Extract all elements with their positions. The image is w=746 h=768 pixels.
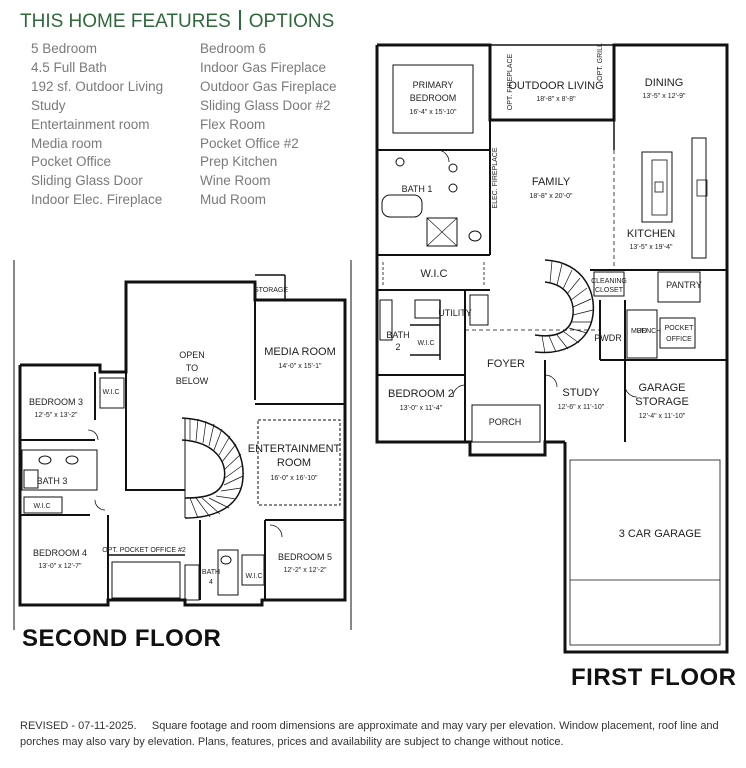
cleaning-closet-label-2: CLOSET bbox=[595, 287, 624, 294]
option-item: Mud Room bbox=[200, 192, 267, 208]
second-floor-plan bbox=[13, 260, 352, 630]
option-item: Indoor Gas Fireplace bbox=[200, 59, 327, 75]
mud-label: MUD bbox=[631, 328, 647, 335]
option-list: Bedroom 6 Indoor Gas Fireplace Outdoor G… bbox=[200, 40, 337, 210]
option-item: Flex Room bbox=[200, 116, 266, 132]
porch-label: PORCH bbox=[489, 417, 522, 427]
primary-bedroom-dims: 16'-4" x 15'-10" bbox=[410, 109, 457, 116]
garage-storage-label-1: GARAGE bbox=[638, 382, 685, 394]
feature-item: Indoor Elec. Fireplace bbox=[31, 192, 163, 208]
outdoor-living-label: OUTDOOR LIVING bbox=[508, 80, 603, 92]
disclaimer-line-2: porches may also vary by elevation. Plan… bbox=[20, 736, 564, 748]
opt-pocket-office-label: OPT. POCKET OFFICE #2 bbox=[102, 547, 186, 554]
storage-label: STORAGE bbox=[254, 287, 288, 294]
wic-bath3-label: W.I.C bbox=[33, 503, 50, 510]
second-floor-title: SECOND FLOOR bbox=[22, 625, 222, 652]
entertainment-label-2: ROOM bbox=[277, 457, 311, 469]
pocket-office-label-1: POCKET bbox=[665, 325, 695, 332]
bath-1-label: BATH 1 bbox=[402, 184, 433, 194]
bath-2-label-1: BATH bbox=[386, 330, 409, 340]
family-dims: 18'-8" x 20'-0" bbox=[529, 193, 573, 200]
option-item: Outdoor Gas Fireplace bbox=[200, 78, 337, 94]
disclaimer-line-1: REVISED - 07-11-2025. Square footage and… bbox=[20, 720, 719, 732]
open-to-below-label-3: BELOW bbox=[176, 376, 209, 386]
wic-b5-label: W.I.C bbox=[245, 573, 262, 580]
feature-item: Media room bbox=[31, 135, 103, 151]
option-item: Wine Room bbox=[200, 173, 271, 189]
bedroom-5-dims: 12'-2" x 12'-2" bbox=[283, 567, 327, 574]
bedroom-3-label: BEDROOM 3 bbox=[29, 397, 83, 407]
feature-item: Entertainment room bbox=[31, 116, 150, 132]
study-dims: 12'-6" x 11'-10" bbox=[558, 404, 605, 411]
bath-3-label: BATH 3 bbox=[37, 476, 68, 486]
bedroom-5-label: BEDROOM 5 bbox=[278, 552, 332, 562]
pantry-label: PANTRY bbox=[666, 280, 702, 290]
bedroom-4-label: BEDROOM 4 bbox=[33, 548, 87, 558]
feature-item: Study bbox=[31, 97, 66, 113]
entertainment-label-1: ENTERTAINMENT bbox=[248, 443, 341, 455]
bath-2-label-2: 2 bbox=[395, 342, 400, 352]
foyer-label: FOYER bbox=[487, 358, 525, 370]
first-floor-labels: OPT. GRILL PRIMARY BEDROOM 16'-4" x 15'-… bbox=[386, 43, 702, 540]
feature-item: 4.5 Full Bath bbox=[31, 59, 107, 75]
dining-label: DINING bbox=[645, 77, 684, 89]
kitchen-label: KITCHEN bbox=[627, 228, 675, 240]
primary-bedroom-label-2: BEDROOM bbox=[410, 93, 457, 103]
entertainment-dims: 16'-0" x 16'-10" bbox=[271, 475, 318, 482]
study-label: STUDY bbox=[562, 387, 600, 399]
open-to-below-label-2: TO bbox=[186, 363, 198, 373]
feature-item: Pocket Office bbox=[31, 154, 112, 170]
utility-label: UTILITY bbox=[438, 308, 472, 318]
feature-list: 5 Bedroom 4.5 Full Bath 192 sf. Outdoor … bbox=[31, 40, 163, 210]
cleaning-closet-label-1: CLEANING bbox=[591, 278, 627, 285]
kitchen-dims: 13'-5" x 19'-4" bbox=[629, 244, 673, 251]
outdoor-living-dims: 18'-8" x 8'-8" bbox=[536, 96, 576, 103]
pocket-office-label-2: OFFICE bbox=[666, 336, 692, 343]
second-floor-labels: OPEN TO BELOW STORAGE MEDIA ROOM 14'-0" … bbox=[29, 287, 341, 586]
feature-item: 5 Bedroom bbox=[31, 41, 98, 56]
bench-label: BENCH bbox=[637, 328, 662, 335]
features-title: THIS HOME FEATURES bbox=[20, 11, 231, 32]
feature-item: Sliding Glass Door bbox=[31, 173, 143, 189]
wic-label: W.I.C bbox=[421, 268, 448, 280]
opt-grill-label: OPT. GRILL bbox=[597, 43, 604, 81]
dining-dims: 13'-5" x 12'-9" bbox=[642, 93, 686, 100]
garage-storage-label-2: STORAGE bbox=[635, 396, 689, 408]
header-divider bbox=[238, 10, 241, 30]
media-room-label: MEDIA ROOM bbox=[264, 346, 336, 358]
disclaimer: REVISED - 07-11-2025. Square footage and… bbox=[20, 718, 720, 750]
garage-label: 3 CAR GARAGE bbox=[619, 528, 702, 540]
features-header: THIS HOME FEATURES OPTIONS bbox=[20, 10, 334, 33]
bedroom-2-label: BEDROOM 2 bbox=[388, 388, 454, 400]
bedroom-4-dims: 13'-0" x 12'-7" bbox=[38, 563, 82, 570]
pwdr-label: PWDR bbox=[594, 333, 622, 343]
media-room-dims: 14'-0" x 15'-1" bbox=[278, 363, 322, 370]
wic-2-label: W.I.C bbox=[417, 340, 434, 347]
option-item: Pocket Office #2 bbox=[200, 135, 299, 151]
feature-item: 192 sf. Outdoor Living bbox=[31, 78, 164, 94]
bedroom-2-dims: 13'-0" x 11'-4" bbox=[400, 405, 443, 412]
first-floor-title: FIRST FLOOR bbox=[571, 664, 737, 691]
option-item: Bedroom 6 bbox=[200, 41, 267, 56]
family-label: FAMILY bbox=[532, 176, 571, 188]
open-to-below-label-1: OPEN bbox=[179, 350, 205, 360]
option-item: Prep Kitchen bbox=[200, 154, 278, 170]
elec-fireplace-label: ELEC. FIREPLACE bbox=[492, 147, 499, 208]
bath-4-label-2: 4 bbox=[209, 579, 213, 586]
bath-4-label-1: BATH bbox=[202, 569, 220, 576]
options-title: OPTIONS bbox=[248, 11, 335, 32]
bedroom-3-dims: 12'-5" x 13'-2" bbox=[34, 412, 78, 419]
opt-fireplace-label: OPT. FIREPLACE bbox=[507, 53, 514, 110]
wic-b3-label: W.I.C bbox=[102, 389, 119, 396]
first-floor-plan bbox=[375, 43, 729, 654]
primary-bedroom-label-1: PRIMARY bbox=[413, 80, 454, 90]
option-item: Sliding Glass Door #2 bbox=[200, 97, 331, 113]
garage-storage-dims: 12'-4" x 11'-10" bbox=[639, 413, 686, 420]
